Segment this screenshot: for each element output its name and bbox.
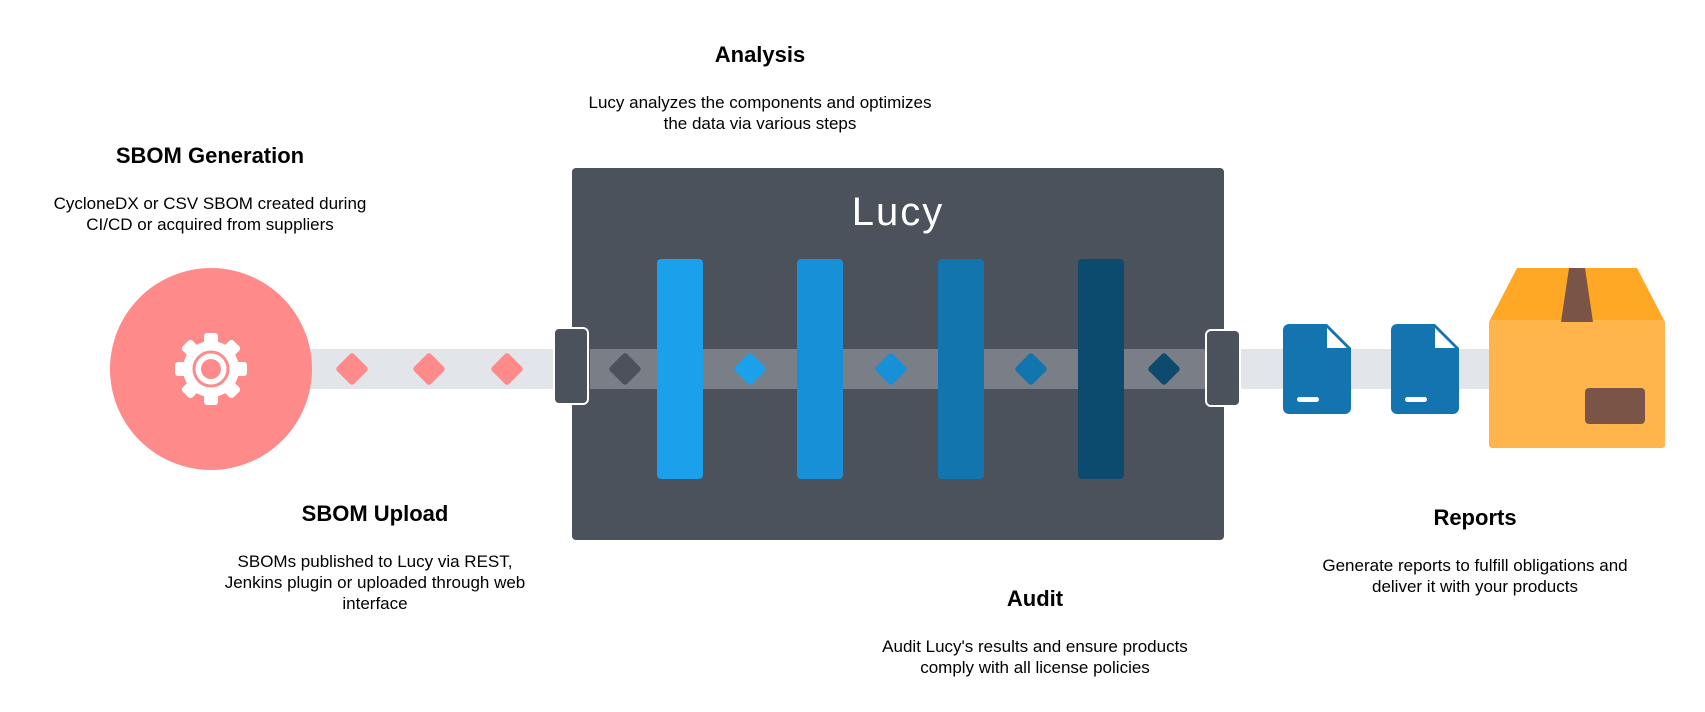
stage-description-line: the data via various steps xyxy=(663,114,857,133)
stage-analysis: Analysis Lucy analyzes the components an… xyxy=(560,42,960,134)
input-connector xyxy=(553,327,589,405)
stage-audit: Audit Audit Lucy's results and ensure pr… xyxy=(855,586,1215,678)
stage-sbom-upload: SBOM Upload SBOMs published to Lucy via … xyxy=(195,501,555,614)
document-icon xyxy=(1391,324,1459,414)
stage-description-line: comply with all license policies xyxy=(920,658,1150,677)
stage-sbom-generation: SBOM Generation CycloneDX or CSV SBOM cr… xyxy=(30,143,390,235)
stage-title: SBOM Upload xyxy=(301,501,449,526)
stage-title: Audit xyxy=(1006,586,1064,611)
output-pipe xyxy=(1230,349,1500,389)
gear-icon xyxy=(175,333,247,405)
stage-description-line: Jenkins plugin or uploaded through web xyxy=(224,573,526,592)
box-icon xyxy=(1489,268,1665,448)
stage-description: SBOMs published to Lucy via REST, Jenkin… xyxy=(195,551,555,614)
stage-description-line: Lucy analyzes the components and optimiz… xyxy=(588,93,932,112)
stage-description-line: interface xyxy=(342,594,408,613)
stage-title: SBOM Generation xyxy=(115,143,305,168)
stage-description-line: SBOMs published to Lucy via REST, xyxy=(237,552,513,571)
stage-description: CycloneDX or CSV SBOM created during CI/… xyxy=(30,193,390,235)
stage-title: Reports xyxy=(1433,505,1517,530)
stage-description: Generate reports to fulfill obligations … xyxy=(1290,555,1660,597)
processing-step-1 xyxy=(657,259,703,479)
stage-description-line: CI/CD or acquired from suppliers xyxy=(86,215,334,234)
lucy-engine-title: Lucy xyxy=(851,190,945,234)
processing-step-2 xyxy=(797,259,843,479)
stage-description-line: deliver it with your products xyxy=(1372,577,1578,596)
stage-description: Lucy analyzes the components and optimiz… xyxy=(560,92,960,134)
stage-description-line: Audit Lucy's results and ensure products xyxy=(882,637,1188,656)
output-connector xyxy=(1205,329,1241,407)
processing-step-3 xyxy=(938,259,984,479)
stage-reports: Reports Generate reports to fulfill obli… xyxy=(1290,505,1660,597)
sbom-source-circle xyxy=(110,268,312,470)
stage-description: Audit Lucy's results and ensure products… xyxy=(855,636,1215,678)
stage-description-line: Generate reports to fulfill obligations … xyxy=(1322,556,1628,575)
stage-title: Analysis xyxy=(714,42,806,67)
document-icon xyxy=(1283,324,1351,414)
stage-description-line: CycloneDX or CSV SBOM created during xyxy=(53,194,367,213)
processing-step-4 xyxy=(1078,259,1124,479)
